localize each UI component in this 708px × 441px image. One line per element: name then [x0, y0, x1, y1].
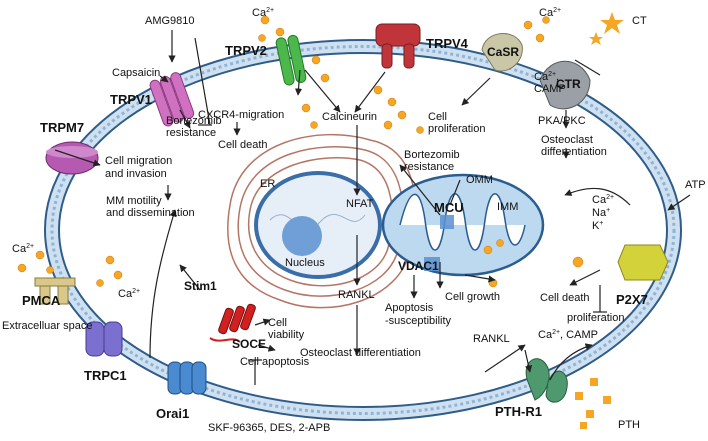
- label-mm-motility-2: and dissemination: [106, 207, 195, 219]
- label-soce: SOCE: [232, 337, 266, 351]
- nucleus: [254, 171, 382, 279]
- label-imm: IMM: [497, 201, 518, 213]
- label-mm-motility-1: MM motility: [106, 195, 162, 207]
- label-pka-pkc: PKA/PKC: [538, 115, 586, 127]
- label-vdac1: VDAC1: [398, 259, 439, 273]
- label-pth: PTH: [618, 419, 640, 431]
- label-proliferation-right: proliferation: [567, 312, 624, 324]
- label-trpc1: TRPC1: [84, 368, 127, 383]
- label-nucleus: Nucleus: [285, 257, 325, 269]
- label-camp-ctr: CAMP: [534, 83, 566, 95]
- calcium-ions: [17, 15, 584, 288]
- label-inhibitors: SKF-96365, DES, 2-APB: [208, 422, 330, 434]
- trpm7-channel: [45, 141, 99, 175]
- label-orai1: Orai1: [156, 406, 189, 421]
- pmca-pump: [34, 277, 76, 305]
- label-osteoclast-diff-top-1: Osteoclast: [541, 134, 593, 146]
- label-ions-na: Na+: [592, 207, 610, 219]
- label-capsaicin: Capsaicin: [112, 67, 160, 79]
- label-ions-ca: Ca2+: [592, 194, 614, 206]
- label-bortezomib-mito-2: resistance: [404, 161, 454, 173]
- label-cell-apoptosis: Cell apoptosis: [240, 356, 310, 368]
- trpv2-channel: [275, 34, 307, 86]
- label-cell-migration-1: Cell migration: [105, 155, 172, 167]
- label-calcineurin: Calcineurin: [322, 111, 377, 123]
- label-apoptosis-2: -susceptibility: [385, 315, 452, 327]
- ctr-receptor: [539, 60, 591, 110]
- label-cell-viability-1: Cell: [268, 317, 287, 329]
- trpc1-channel: [85, 321, 123, 357]
- label-ct: CT: [632, 15, 647, 27]
- label-cell-prolif-2: proliferation: [428, 123, 485, 135]
- label-ca-inner: Ca2+: [118, 288, 140, 300]
- label-trpv2: TRPV2: [225, 43, 267, 58]
- label-extracellular: Extracelluar space: [2, 320, 93, 332]
- label-cell-migration-2: and invasion: [105, 168, 167, 180]
- label-cxcr4: CXCR4-migration: [198, 109, 284, 121]
- label-cell-viability-2: viability: [268, 329, 305, 341]
- label-trpv4: TRPV4: [426, 36, 469, 51]
- label-osteoclast-diff-mid: Osteoclast differentiation: [300, 347, 421, 359]
- label-er: ER: [260, 178, 275, 190]
- label-cell-death-right: Cell death: [540, 292, 590, 304]
- label-stim1: Stim1: [184, 279, 217, 293]
- trpv1-channel: [149, 72, 195, 127]
- label-cell-growth: Cell growth: [445, 291, 500, 303]
- label-rankl-mid: RANKL: [338, 289, 375, 301]
- label-atp: ATP: [685, 179, 706, 191]
- label-trpm7: TRPM7: [40, 120, 84, 135]
- label-nfat: NFAT: [346, 198, 374, 210]
- label-pmca: PMCA: [22, 293, 61, 308]
- p2x7-receptor: [617, 244, 669, 281]
- label-trpv1: TRPV1: [110, 92, 152, 107]
- label-osteoclast-diff-top-2: differentiation: [541, 146, 607, 158]
- label-rankl-right: RANKL: [473, 333, 510, 345]
- label-omm: OMM: [466, 174, 493, 186]
- trpv4-channel: [375, 23, 421, 69]
- label-casr: CaSR: [487, 45, 519, 59]
- mitochondrion: [381, 173, 545, 277]
- pth-ligand: [575, 378, 611, 429]
- label-amg9810: AMG9810: [145, 15, 195, 27]
- diagram-labels: Ca2+ Ca2+ Ca2+ Ca2+ AMG9810 Capsaicin TR…: [2, 7, 706, 434]
- label-bortezomib-mito-1: Bortezomib: [404, 149, 460, 161]
- label-ca-casr: Ca2+: [539, 7, 561, 19]
- label-bortezomib-1: Bortezomib: [166, 115, 222, 127]
- label-apoptosis-1: Apoptosis: [385, 302, 434, 314]
- label-bortezomib-2: resistance: [166, 127, 216, 139]
- orai1-channel: [167, 361, 207, 395]
- label-ca-top: Ca2+: [252, 7, 274, 19]
- label-pth-r1: PTH-R1: [495, 404, 542, 419]
- pathway-arrows: [54, 30, 691, 385]
- label-ca-camp-pth: Ca2+, CAMP: [538, 329, 598, 341]
- label-cell-prolif-1: Cell: [428, 111, 447, 123]
- label-ions-k: K+: [592, 220, 603, 232]
- ct-ligand: [589, 12, 624, 45]
- casr-receptor: [481, 33, 523, 72]
- stim1-protein: [209, 303, 256, 343]
- label-ca-camp-ctr: Ca2+,: [534, 71, 559, 83]
- label-p2x7: P2X7: [616, 292, 648, 307]
- label-cell-death-top: Cell death: [218, 139, 268, 151]
- label-mcu: MCU: [434, 200, 464, 215]
- label-ctr: CTR: [556, 77, 581, 91]
- label-ca-pmca: Ca2+: [12, 243, 34, 255]
